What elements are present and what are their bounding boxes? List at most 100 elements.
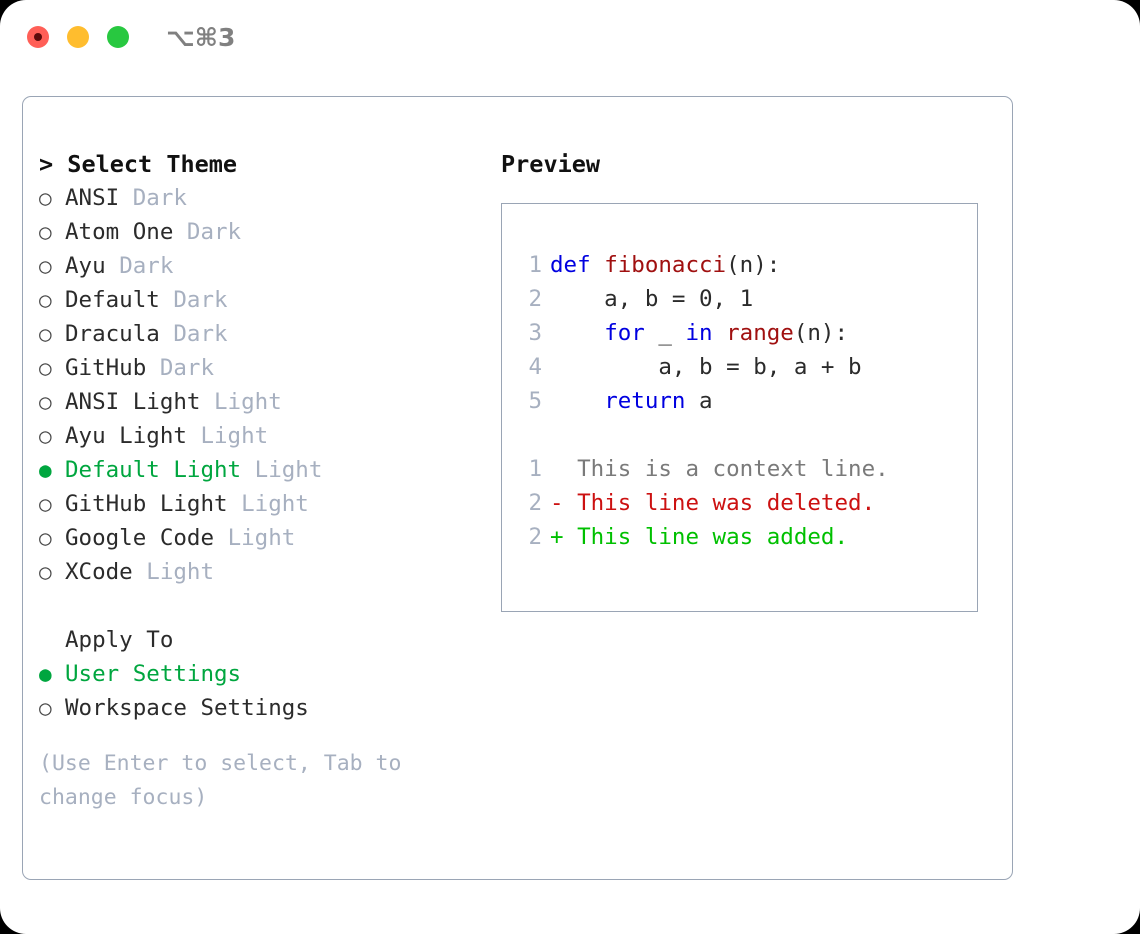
theme-item-badge: Dark [173, 321, 228, 347]
code-token: _ [644, 320, 686, 346]
theme-item-badge: Light [254, 457, 323, 483]
code-token: (n): [793, 320, 849, 346]
theme-item-badge: Light [227, 525, 296, 551]
radio-unselected-icon[interactable]: ○ [39, 560, 52, 584]
code-token: return [604, 388, 686, 414]
radio-selected-icon[interactable]: ● [39, 662, 52, 686]
apply-to-item[interactable]: ○ Workspace Settings [39, 691, 479, 725]
theme-item[interactable]: ○ Atom One Dark [39, 215, 479, 249]
line-number: 2 [528, 490, 542, 516]
diff-line: 2 + This line was added. [514, 520, 977, 554]
theme-item[interactable]: ○ Ayu Dark [39, 249, 479, 283]
main-panel: > Select Theme ○ANSI Dark○Atom One Dark○… [22, 96, 1013, 880]
code-line: 4 a, b = b, a + b [514, 350, 977, 384]
prompt-caret: > [39, 150, 68, 178]
apply-to-item-label: User Settings [65, 661, 242, 687]
radio-unselected-icon[interactable]: ○ [39, 322, 52, 346]
radio-unselected-icon[interactable]: ○ [39, 186, 52, 210]
apply-to-item-label: Workspace Settings [65, 695, 309, 721]
theme-item-label: Ayu [65, 253, 106, 279]
theme-item-label: Atom One [65, 219, 174, 245]
apply-to-header: Apply To [65, 627, 174, 653]
diff-line: 1 This is a context line. [514, 452, 977, 486]
code-token [713, 320, 727, 346]
traffic-lights [27, 26, 129, 48]
theme-item-badge: Light [146, 559, 215, 585]
theme-item-label: Dracula [65, 321, 160, 347]
code-token: for [604, 320, 645, 346]
radio-unselected-icon[interactable]: ○ [39, 492, 52, 516]
select-theme-title: Select Theme [67, 150, 238, 178]
theme-item[interactable]: ●Default Light Light [39, 453, 479, 487]
radio-unselected-icon[interactable]: ○ [39, 220, 52, 244]
diff-marker: + [550, 524, 578, 550]
radio-unselected-icon[interactable]: ○ [39, 696, 52, 720]
theme-item-badge: Dark [119, 253, 174, 279]
code-token: in [685, 320, 713, 346]
theme-item-badge: Dark [173, 287, 228, 313]
radio-unselected-icon[interactable]: ○ [39, 390, 52, 414]
theme-item-label: Google Code [65, 525, 215, 551]
apply-to-item[interactable]: ● User Settings [39, 657, 479, 691]
theme-item[interactable]: ○Default Dark [39, 283, 479, 317]
theme-item-badge: Dark [132, 185, 187, 211]
radio-unselected-icon[interactable]: ○ [39, 526, 52, 550]
theme-item[interactable]: ○ Google Code Light [39, 521, 479, 555]
line-number: 2 [528, 524, 542, 550]
line-number: 3 [528, 320, 542, 346]
theme-list: ○ANSI Dark○Atom One Dark○Ayu Dark○Defaul… [39, 181, 479, 589]
code-line: 2 a, b = 0, 1 [514, 282, 977, 316]
theme-item[interactable]: ○ ANSI Dark [39, 181, 479, 215]
theme-item-label: GitHub [65, 355, 147, 381]
radio-unselected-icon[interactable]: ○ [39, 254, 52, 278]
radio-selected-icon[interactable]: ● [39, 458, 52, 482]
radio-unselected-icon[interactable]: ○ [39, 288, 52, 312]
code-token: a, b = b, a + b [550, 354, 862, 380]
code-token: (n): [726, 252, 781, 278]
theme-item-badge: Light [200, 423, 269, 449]
theme-item[interactable]: ○ GitHub Dark [39, 351, 479, 385]
select-theme-header: > Select Theme [39, 147, 479, 181]
keyboard-hint: (Use Enter to select, Tab to change focu… [39, 751, 402, 810]
close-button[interactable] [27, 26, 49, 48]
theme-item[interactable]: ○Ayu Light Light [39, 419, 479, 453]
preview-label: Preview [501, 150, 601, 178]
theme-item-label: ANSI [65, 185, 120, 211]
code-token: fibonacci [604, 252, 727, 278]
radio-unselected-icon[interactable]: ○ [39, 424, 52, 448]
diff-line: 2- This line was deleted. [514, 486, 977, 520]
code-line: 3 for _ in range(n): [514, 316, 977, 350]
line-number: 4 [528, 354, 542, 380]
theme-item-badge: Dark [186, 219, 242, 245]
theme-item[interactable]: ○ANSI Light Light [39, 385, 479, 419]
theme-item-badge: Light [241, 491, 309, 517]
theme-item-badge: Dark [159, 355, 215, 381]
theme-item[interactable]: ○ GitHub Light Light [39, 487, 479, 521]
diff-text: This line was added. [577, 524, 849, 550]
line-number: 1 [528, 456, 542, 482]
minimize-button[interactable] [67, 26, 89, 48]
line-number: 5 [528, 388, 542, 414]
code-token: a, b = 0, 1 [550, 286, 754, 312]
theme-item-label: XCode [65, 559, 133, 585]
zoom-button[interactable] [107, 26, 129, 48]
code-token [550, 320, 604, 346]
window-title: ⌥⌘3 [166, 23, 236, 52]
apply-to-list: ● User Settings ○ Workspace Settings [39, 657, 479, 725]
diff-text: This is a context line. [577, 456, 889, 482]
theme-item[interactable]: ○ XCode Light [39, 555, 479, 589]
line-number: 2 [528, 286, 542, 312]
theme-item-badge: Light [214, 389, 282, 415]
radio-unselected-icon[interactable]: ○ [39, 356, 52, 380]
code-token: def [550, 252, 605, 278]
diff-marker: - [550, 490, 578, 516]
code-token: range [726, 320, 794, 346]
code-token: a [685, 388, 713, 414]
theme-item[interactable]: ○ Dracula Dark [39, 317, 479, 351]
code-token [550, 388, 604, 414]
code-diff-gap [514, 418, 977, 452]
theme-item-label: GitHub Light [65, 491, 228, 517]
